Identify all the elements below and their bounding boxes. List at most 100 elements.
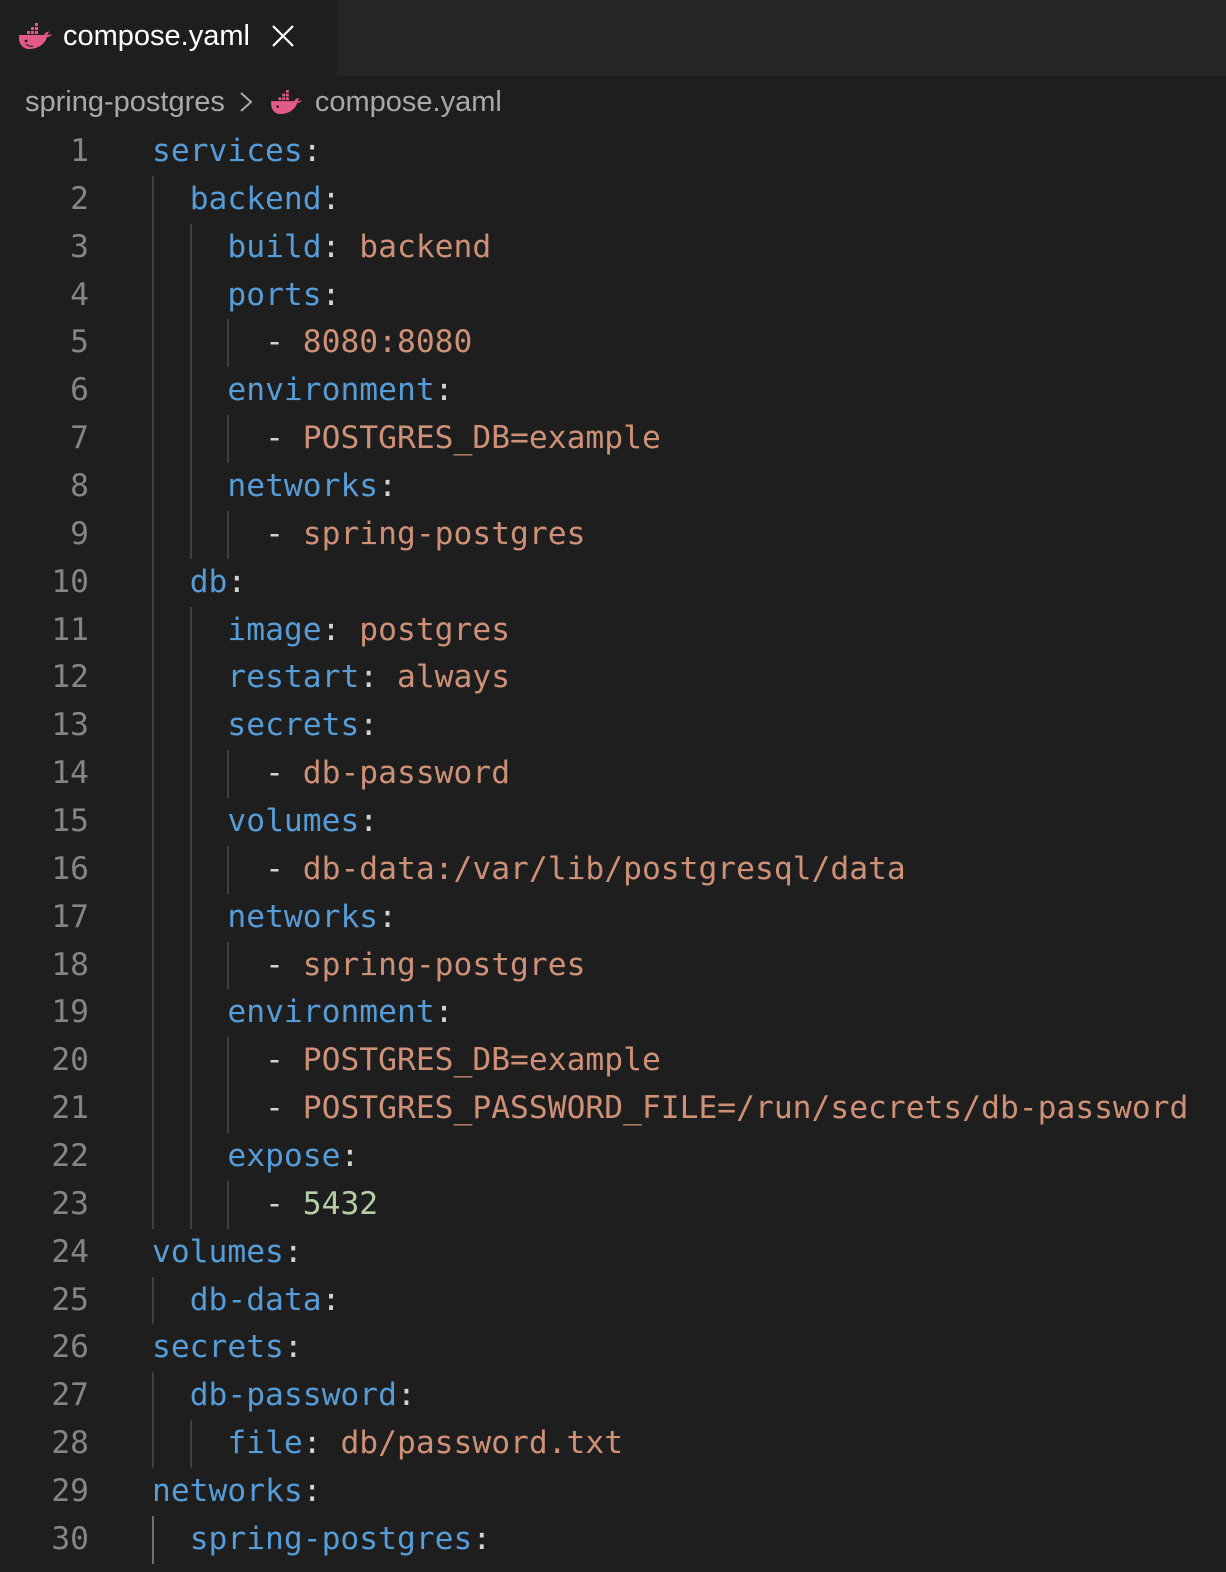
indent-guide [189, 1180, 192, 1229]
indent-guide [152, 750, 154, 799]
line-number: 10 [51, 563, 89, 600]
line-number: 17 [51, 898, 89, 935]
line-number: 22 [51, 1138, 89, 1175]
indent-guide [152, 1180, 154, 1229]
line-number: 18 [51, 946, 89, 983]
indent-guide [189, 223, 192, 272]
line-number: 14 [51, 755, 89, 792]
docker-whale-icon [271, 89, 302, 115]
indent-guide [152, 606, 154, 655]
indent-guide [189, 319, 192, 368]
code-line[interactable]: 14- db-password [0, 750, 1226, 799]
breadcrumb-folder[interactable]: spring-postgres [25, 85, 225, 118]
list-dash: - [265, 850, 303, 887]
indent-guide [189, 750, 192, 799]
indent-guide [152, 1085, 154, 1134]
line-number: 9 [70, 515, 89, 552]
line-number: 29 [51, 1473, 89, 1510]
yaml-colon: : [359, 707, 379, 744]
indent-guide [152, 367, 154, 416]
indent-guide [189, 893, 192, 942]
tab-bar: compose.yaml [0, 0, 1226, 76]
yaml-colon: : [302, 133, 322, 169]
code-line[interactable]: 9- spring-postgres [0, 510, 1226, 559]
line-number: 3 [70, 228, 89, 265]
code-line[interactable]: 18- spring-postgres [0, 941, 1226, 990]
indent-guide [152, 175, 154, 224]
indent-guide [152, 989, 154, 1038]
yaml-key: image [227, 611, 322, 648]
indent-guide [152, 893, 154, 942]
code-line[interactable]: 23- 5432 [0, 1180, 1226, 1229]
yaml-key: restart [227, 659, 360, 696]
yaml-string-value: POSTGRES_PASSWORD_FILE=/run/secrets/db-p… [302, 1090, 1189, 1127]
yaml-colon: : [321, 1281, 341, 1318]
line-number: 28 [51, 1425, 89, 1462]
yaml-key: environment [227, 994, 435, 1031]
yaml-colon: : [340, 1138, 360, 1175]
yaml-colon: : [472, 1520, 492, 1557]
code-content: backend: [190, 176, 341, 224]
tab-label: compose.yaml [63, 19, 250, 52]
yaml-key: environment [227, 372, 435, 409]
yaml-key: networks [227, 468, 379, 505]
list-dash: - [265, 1185, 303, 1222]
yaml-colon: : [321, 611, 360, 648]
indent-guide [152, 558, 154, 607]
indent-guide [189, 415, 192, 464]
close-tab-button[interactable] [270, 23, 296, 49]
indent-guide [189, 941, 192, 990]
yaml-colon: : [321, 228, 360, 265]
line-number: 15 [51, 803, 89, 840]
yaml-number-value: 5432 [302, 1185, 379, 1222]
breadcrumb-file[interactable]: compose.yaml [314, 85, 502, 118]
tab-compose-yaml[interactable]: compose.yaml [0, 0, 337, 76]
yaml-string-value: POSTGRES_DB=example [302, 1042, 661, 1079]
indent-guide [189, 989, 192, 1038]
code-line[interactable]: 5- 8080:8080 [0, 319, 1226, 368]
line-number: 26 [51, 1329, 89, 1366]
indent-guide [152, 319, 154, 368]
line-number: 25 [51, 1281, 89, 1318]
indent-guide [189, 606, 192, 655]
code-line[interactable]: 21- POSTGRES_PASSWORD_FILE=/run/secrets/… [0, 1085, 1226, 1134]
yaml-colon: : [302, 1425, 341, 1462]
list-dash: - [265, 420, 303, 457]
code-content: - 5432 [265, 1181, 378, 1229]
code-content: - POSTGRES_DB=example [265, 415, 661, 463]
yaml-key: secrets [152, 1329, 284, 1366]
code-line[interactable]: 7- POSTGRES_DB=example [0, 415, 1226, 464]
indent-guide [152, 1372, 154, 1421]
indent-guide [227, 1037, 230, 1086]
code-content: image: postgres [227, 607, 510, 655]
yaml-key: volumes [152, 1233, 284, 1270]
indent-guide [227, 941, 230, 990]
code-line[interactable]: 20- POSTGRES_DB=example [0, 1037, 1226, 1086]
yaml-string-value: spring-postgres [302, 946, 586, 983]
indent-guide [227, 319, 230, 368]
code-line[interactable]: 16- db-data:/var/lib/postgresql/data [0, 845, 1226, 894]
